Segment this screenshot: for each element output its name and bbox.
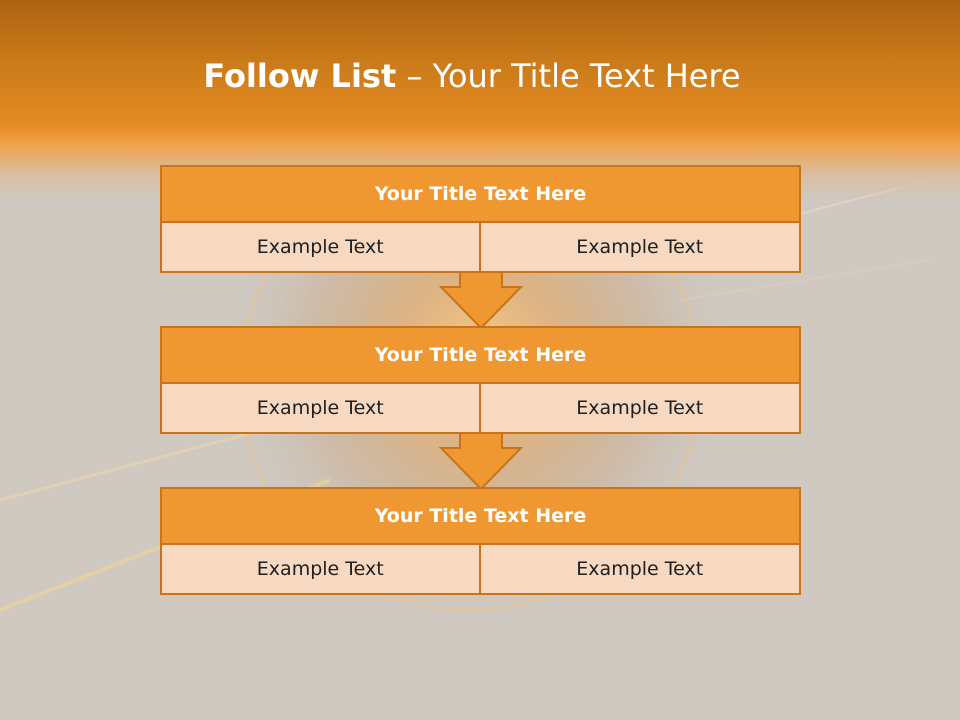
block-title: Your Title Text Here: [160, 165, 801, 223]
slide-title: Follow List – Your Title Text Here: [0, 56, 944, 96]
block-cell-left: Example Text: [160, 384, 481, 434]
block-cell-right: Example Text: [480, 545, 801, 595]
down-arrow-icon: [439, 432, 523, 490]
block-cell-right: Example Text: [480, 223, 801, 273]
follow-block-1: Your Title Text Here Example Text Exampl…: [160, 165, 801, 273]
slide-title-rest: – Your Title Text Here: [396, 57, 741, 95]
block-cell-left: Example Text: [160, 223, 481, 273]
block-title: Your Title Text Here: [160, 326, 801, 384]
block-cells: Example Text Example Text: [160, 545, 801, 595]
slide-title-bold: Follow List: [203, 57, 397, 95]
block-title: Your Title Text Here: [160, 487, 801, 545]
block-cells: Example Text Example Text: [160, 384, 801, 434]
follow-block-3: Your Title Text Here Example Text Exampl…: [160, 487, 801, 595]
block-cell-right: Example Text: [480, 384, 801, 434]
down-arrow-icon: [439, 271, 523, 329]
block-cell-left: Example Text: [160, 545, 481, 595]
follow-block-2: Your Title Text Here Example Text Exampl…: [160, 326, 801, 434]
block-cells: Example Text Example Text: [160, 223, 801, 273]
